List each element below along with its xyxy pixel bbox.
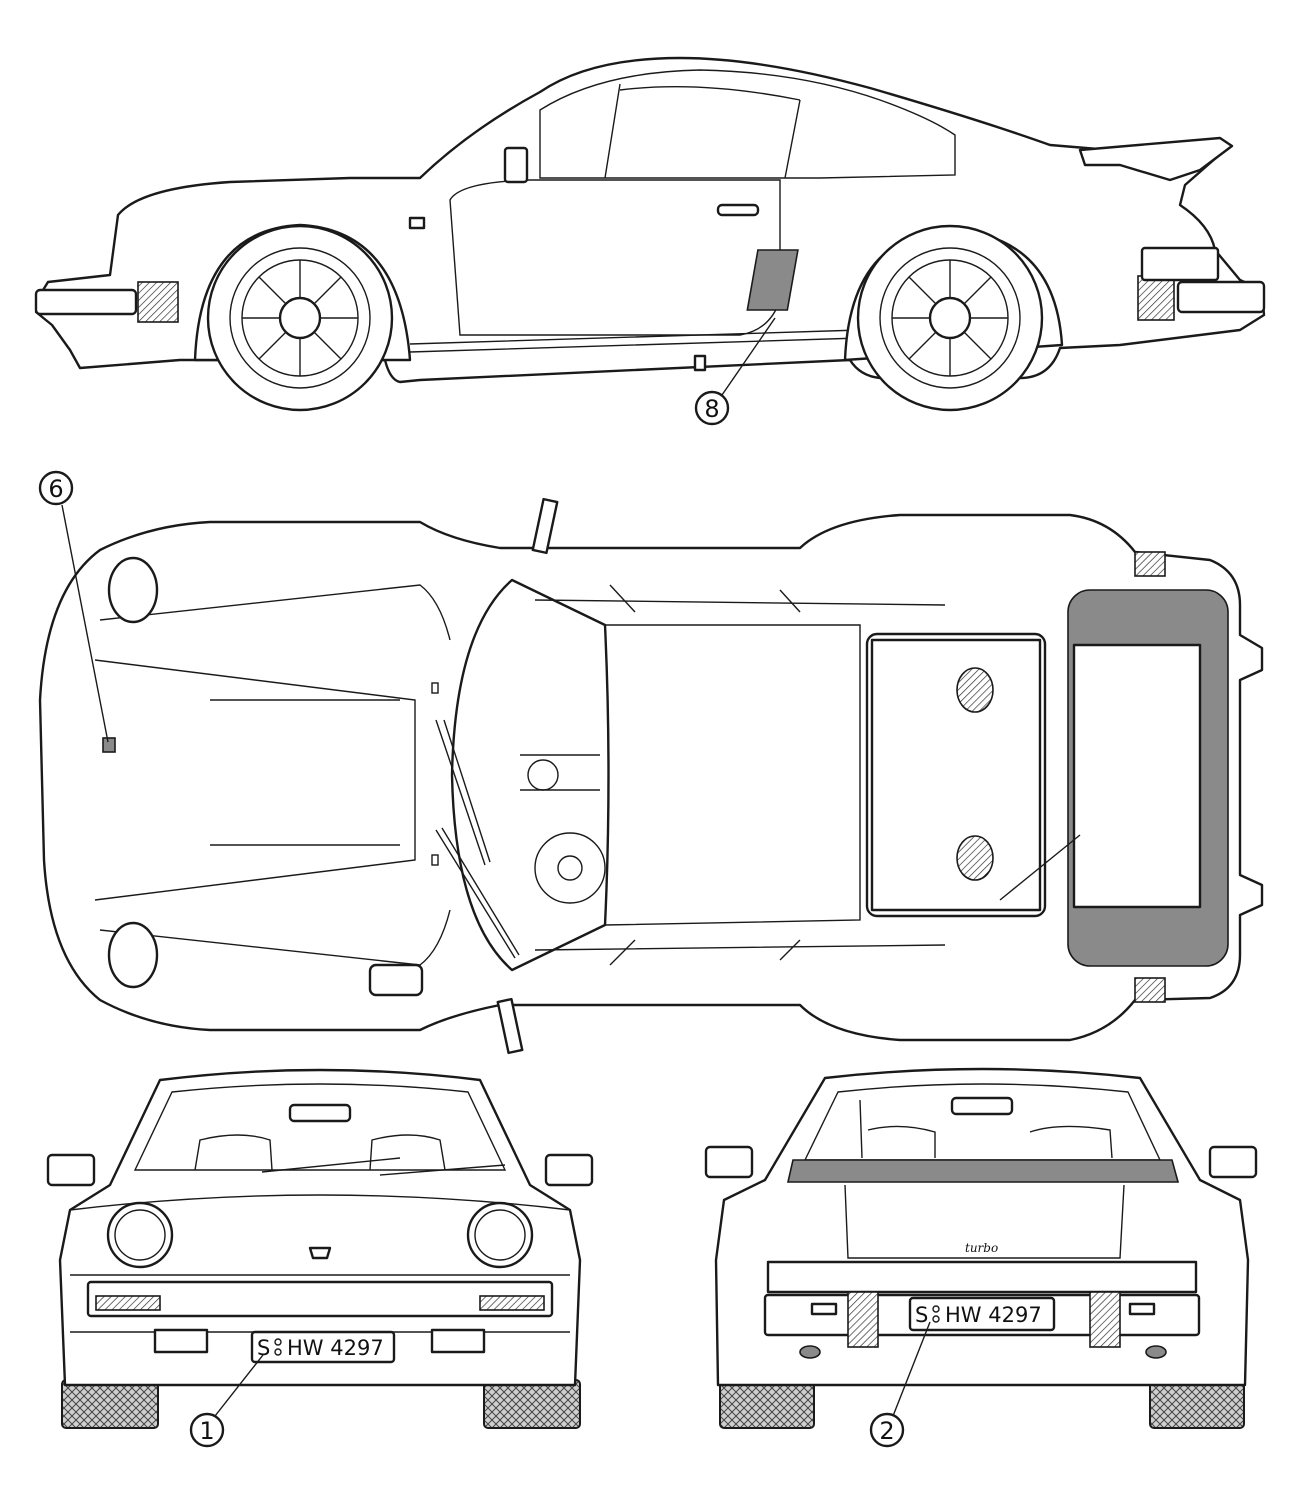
front-headlight-right xyxy=(466,1201,534,1269)
side-view xyxy=(34,56,1266,412)
rear-body xyxy=(714,1067,1250,1387)
front-bumper xyxy=(86,1280,554,1318)
hood-badge xyxy=(102,737,116,753)
rear-license-plate: S HW 4297 xyxy=(908,1296,1056,1332)
side-front-wheel xyxy=(206,224,394,412)
front-tire-left xyxy=(61,1379,159,1429)
front-mirror-right xyxy=(544,1153,594,1187)
rear-view: turbo S HW 4297 xyxy=(704,1067,1258,1429)
front-foglight-left xyxy=(153,1328,209,1354)
rear-window xyxy=(803,1083,1162,1161)
side-front-bumper xyxy=(34,288,138,316)
side-rear-wing xyxy=(1078,136,1234,182)
rear-tire-left xyxy=(719,1379,815,1429)
top-windshield xyxy=(450,578,610,972)
front-plate-prefix: S xyxy=(257,1336,270,1360)
front-license-plate: S HW 4297 xyxy=(250,1330,396,1364)
rear-spoiler xyxy=(786,1159,1180,1183)
rear-badge: turbo xyxy=(965,1241,998,1255)
rear-plate-text: HW 4297 xyxy=(945,1303,1042,1327)
side-rear-wheel xyxy=(856,224,1044,412)
callout-2: 2 xyxy=(869,1321,931,1448)
front-wipers xyxy=(261,1157,506,1176)
front-mirror-left xyxy=(46,1153,96,1187)
rear-light-bar xyxy=(766,1260,1198,1294)
callout-6-label: 6 xyxy=(48,475,63,503)
top-roof xyxy=(604,624,861,926)
side-rear-bumper xyxy=(1176,280,1266,314)
front-view: S HW 4297 xyxy=(46,1068,594,1429)
top-headlight-right xyxy=(107,921,159,989)
door-handle xyxy=(716,203,760,217)
top-hood xyxy=(94,659,416,901)
callout-8: 8 xyxy=(694,317,776,426)
top-view xyxy=(38,497,1264,1055)
side-mirror xyxy=(503,146,529,184)
side-stripe xyxy=(409,329,861,353)
callout-1-label: 1 xyxy=(199,1417,214,1445)
callout-1: 1 xyxy=(189,1354,264,1448)
side-door xyxy=(449,179,781,336)
rear-mirror-right xyxy=(1208,1145,1258,1179)
top-mirror-upper xyxy=(531,497,559,555)
front-headlight-left xyxy=(106,1201,174,1269)
front-windshield xyxy=(133,1083,507,1171)
top-steering-wheel xyxy=(534,832,606,904)
rear-mirror-left xyxy=(704,1145,754,1179)
top-wiper-right xyxy=(435,827,520,959)
front-tire-right xyxy=(483,1379,581,1429)
front-foglight-right xyxy=(430,1328,486,1354)
top-mirror-lower xyxy=(496,997,524,1055)
top-headlight-left xyxy=(107,556,159,624)
callout-8-label: 8 xyxy=(704,395,719,423)
top-wiper-left xyxy=(435,719,491,866)
callout-2-label: 2 xyxy=(879,1417,894,1445)
front-plate-text: HW 4297 xyxy=(287,1336,384,1360)
rear-tire-right xyxy=(1149,1379,1245,1429)
side-windows xyxy=(539,69,956,179)
callout-6: 6 xyxy=(38,470,109,743)
rear-plate-prefix: S xyxy=(915,1303,928,1327)
